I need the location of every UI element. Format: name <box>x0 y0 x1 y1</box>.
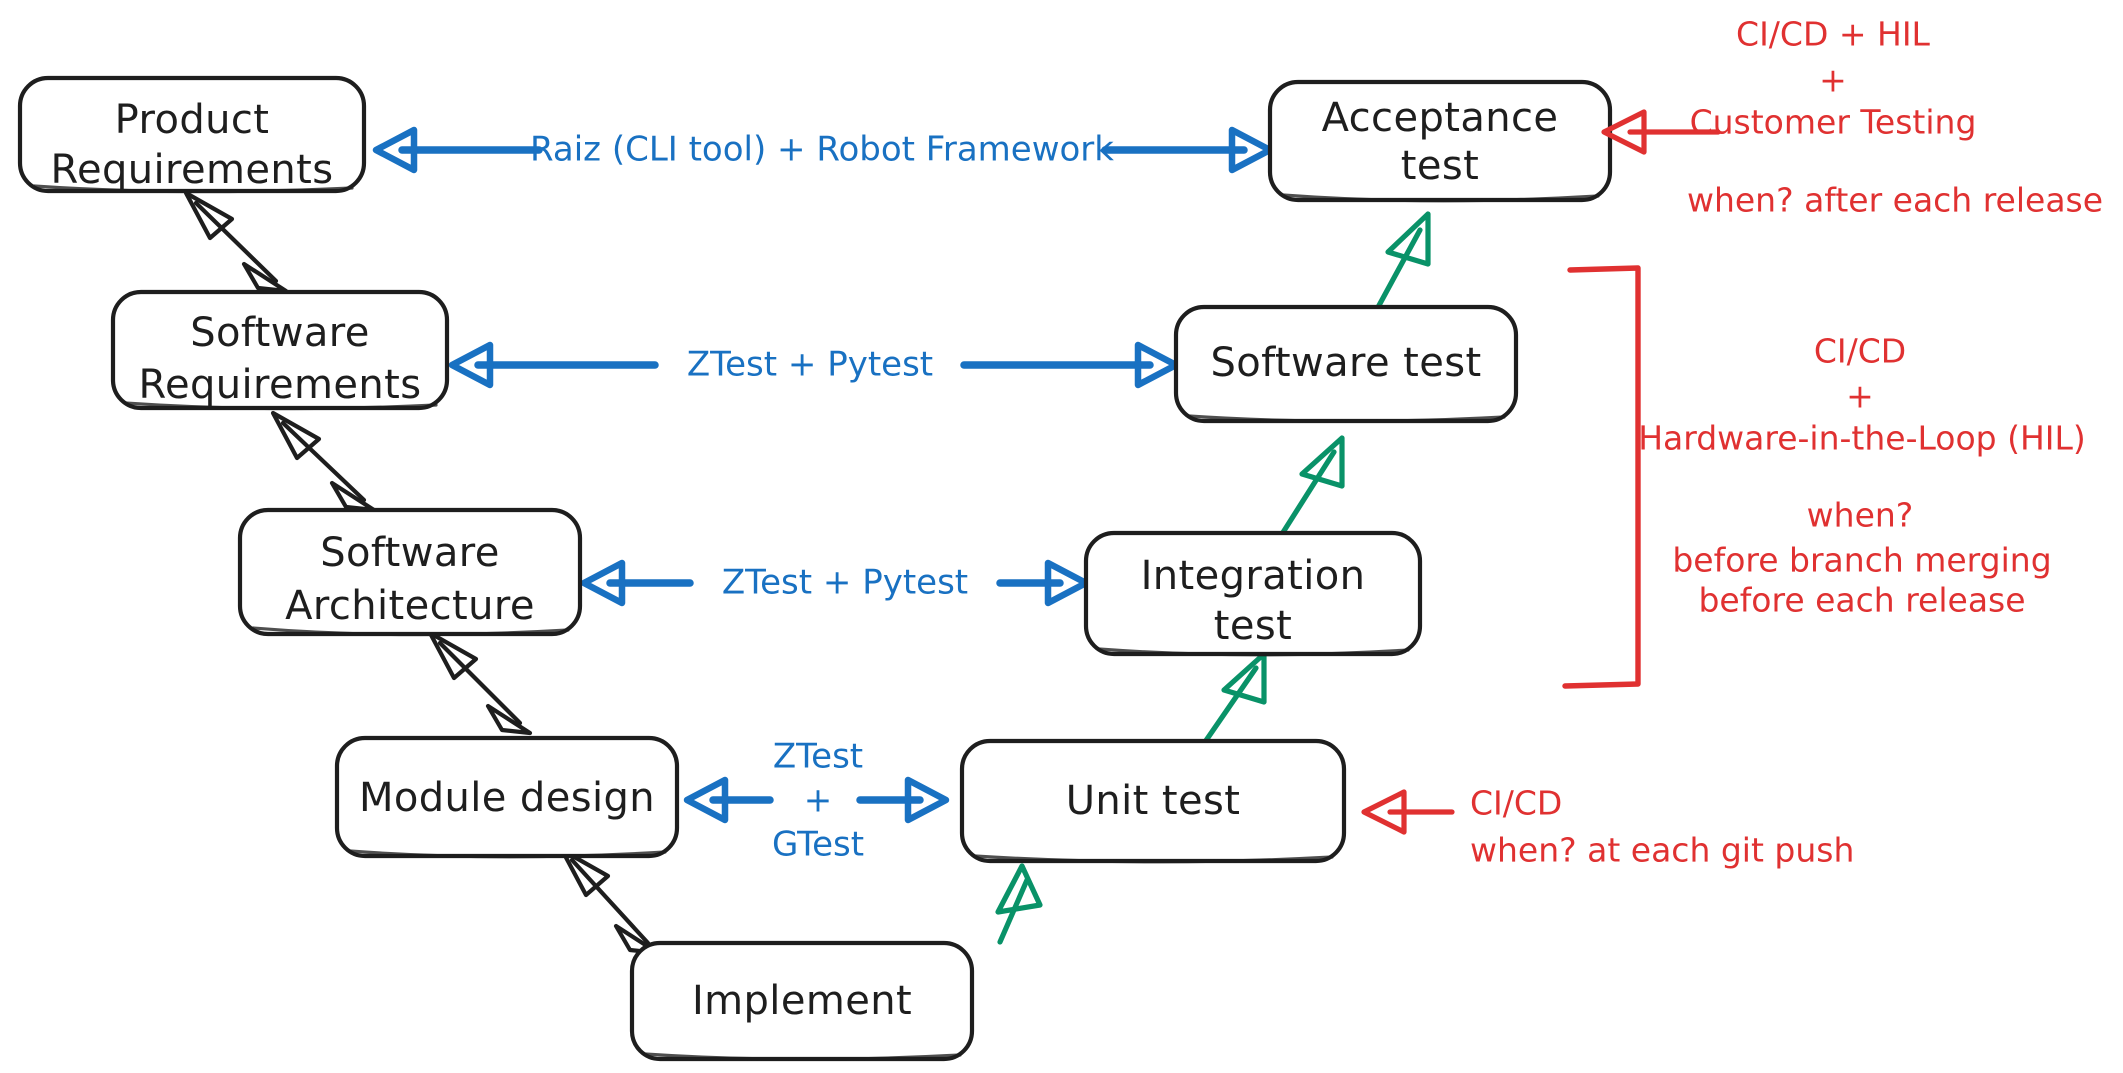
box-label-software-architecture-line1: Software <box>320 530 500 576</box>
box-label-acceptance-test-line2: test <box>1401 143 1479 189</box>
box-acceptance-test[interactable]: Acceptance test <box>1267 79 1613 203</box>
edge-software-test-bidirectional: ZTest + Pytest <box>448 341 1180 389</box>
note-unit-line1: CI/CD <box>1470 784 1562 823</box>
box-label-software-architecture-line2: Architecture <box>285 583 535 629</box>
edge-label-unit-test-line1: ZTest <box>773 737 863 777</box>
box-label-implement: Implement <box>692 978 912 1024</box>
edge-architecture-to-module-design <box>427 630 533 736</box>
box-label-acceptance-test-line1: Acceptance <box>1322 95 1559 141</box>
edge-label-integration-test: ZTest + Pytest <box>722 563 968 603</box>
edge-unit-test-bidirectional: ZTest + GTest <box>683 737 950 865</box>
edge-label-software-test: ZTest + Pytest <box>687 345 933 385</box>
note-middle-line2: + <box>1846 377 1874 416</box>
box-unit-test[interactable]: Unit test <box>959 738 1347 864</box>
box-label-integration-test-line2: test <box>1214 603 1292 649</box>
note-middle-line3: Hardware-in-the-Loop (HIL) <box>1638 419 2086 458</box>
box-label-product-requirements-line1: Product <box>115 97 270 143</box>
annotation-note-unit-test: CI/CD when? at each git push <box>1470 784 1854 870</box>
edge-integration-test-bidirectional: ZTest + Pytest <box>580 559 1090 607</box>
box-software-architecture[interactable]: Software Architecture <box>237 507 583 637</box>
edge-product-to-software-requirements <box>183 190 289 294</box>
box-label-software-test: Software test <box>1210 340 1481 386</box>
note-unit-line2: when? at each git push <box>1470 831 1854 870</box>
edge-label-unit-test-line2: + <box>804 781 833 821</box>
box-implement[interactable]: Implement <box>629 940 975 1062</box>
annotation-note-middle: CI/CD + Hardware-in-the-Loop (HIL) when?… <box>1638 332 2086 620</box>
note-acceptance-line3: Customer Testing <box>1690 103 1977 142</box>
edge-acceptance-bidirectional: Raiz (CLI tool) + Robot Framework <box>372 126 1274 174</box>
box-software-test[interactable]: Software test <box>1173 304 1519 424</box>
note-acceptance-line1: CI/CD + HIL <box>1736 15 1931 54</box>
note-middle-line4: when? <box>1807 496 1914 535</box>
note-middle-line6: before each release <box>1698 581 2025 620</box>
box-label-product-requirements-line2: Requirements <box>51 147 334 193</box>
annotation-note-acceptance: CI/CD + HIL + Customer Testing when? aft… <box>1687 15 2103 220</box>
box-label-module-design: Module design <box>359 775 655 821</box>
box-label-software-requirements-line2: Requirements <box>139 362 422 408</box>
note-acceptance-line2: + <box>1819 61 1847 100</box>
note-middle-line5: before branch merging <box>1672 541 2051 580</box>
edge-integration-test-to-software-test <box>1272 435 1345 548</box>
edge-software-requirements-to-architecture <box>270 410 377 513</box>
edge-label-acceptance: Raiz (CLI tool) + Robot Framework <box>530 130 1114 170</box>
box-label-software-requirements-line1: Software <box>190 310 370 356</box>
annotation-bracket-middle <box>1562 265 1641 689</box>
edge-implement-to-unit-test <box>995 863 1043 945</box>
box-software-requirements[interactable]: Software Requirements <box>110 289 450 411</box>
edge-label-unit-test-line3: GTest <box>772 825 864 865</box>
box-integration-test[interactable]: Integration test <box>1083 530 1423 657</box>
annotation-arrow-unit-test <box>1361 789 1455 835</box>
note-middle-line1: CI/CD <box>1814 332 1906 371</box>
box-product-requirements[interactable]: Product Requirements <box>17 75 367 194</box>
note-acceptance-line4: when? after each release <box>1687 181 2103 220</box>
box-label-integration-test-line1: Integration <box>1141 553 1366 599</box>
edge-module-design-to-implement <box>559 847 661 956</box>
box-label-unit-test: Unit test <box>1066 778 1241 824</box>
annotation-arrow-acceptance <box>1601 109 1721 155</box>
box-module-design[interactable]: Module design <box>334 735 680 859</box>
